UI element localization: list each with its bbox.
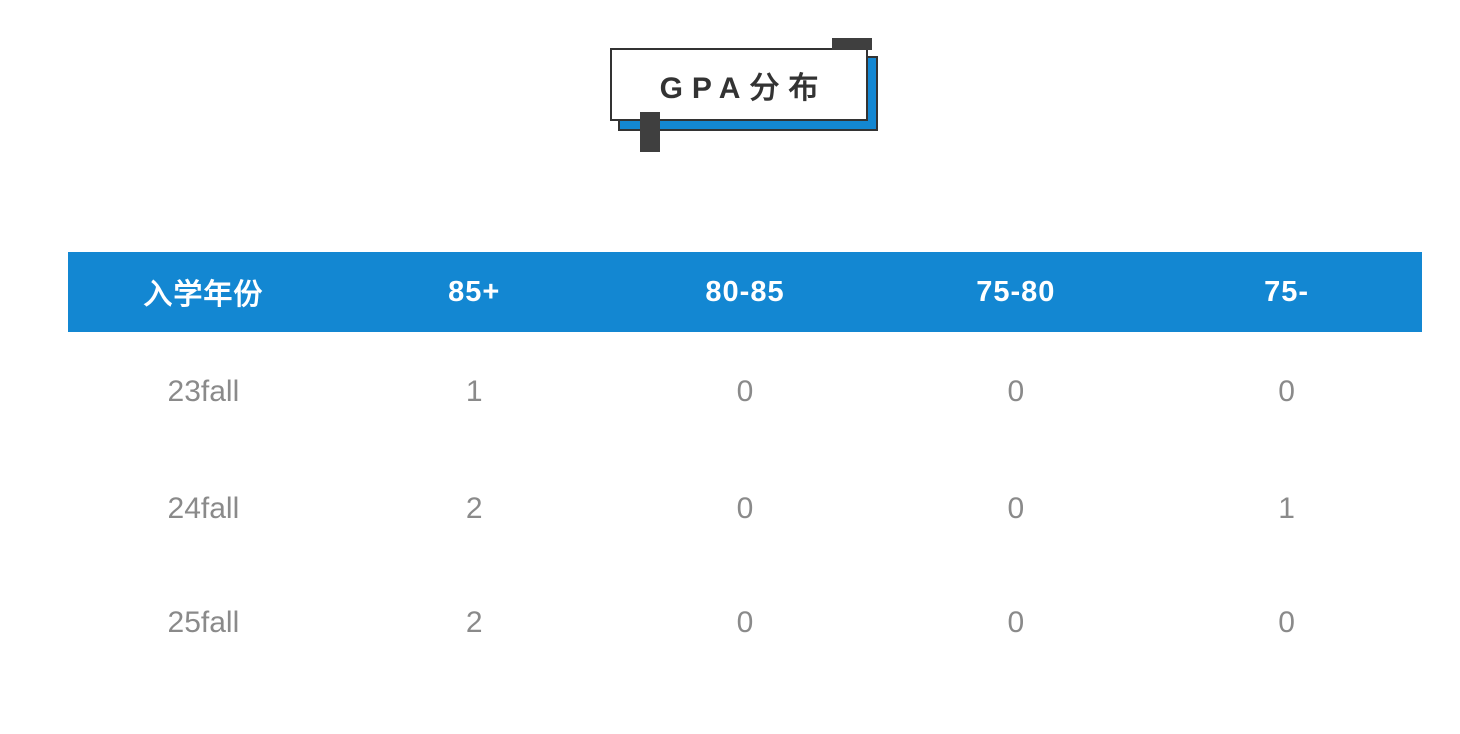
cell-80-85: 0 <box>736 606 754 639</box>
header-80-85: 80-85 <box>609 252 881 332</box>
cell-85-plus: 2 <box>465 492 483 525</box>
cell-75-80: 0 <box>1007 606 1025 639</box>
cell-80-85: 0 <box>736 492 754 525</box>
cell-enrollment-year: 23fall <box>167 375 240 408</box>
cell-enrollment-year: 24fall <box>167 492 240 525</box>
cell-85-plus: 1 <box>465 375 483 408</box>
header-75-minus: 75- <box>1151 252 1422 332</box>
table-row: 25fall 2 0 0 0 <box>68 566 1422 680</box>
title-badge-tab-bottom <box>640 112 660 152</box>
table-header-row: 入学年份 85+ 80-85 75-80 75- <box>68 252 1422 332</box>
gpa-table: 入学年份 85+ 80-85 75-80 75- 23fall 1 0 0 0 … <box>68 252 1422 680</box>
page-title: GPA分布 <box>659 71 828 105</box>
title-badge-frame: GPA分布 <box>610 48 868 121</box>
cell-80-85: 0 <box>736 375 754 408</box>
cell-75-minus: 0 <box>1278 606 1295 639</box>
header-75-80: 75-80 <box>880 252 1152 332</box>
cell-85-plus: 2 <box>465 606 483 639</box>
header-enrollment-year: 入学年份 <box>68 252 339 332</box>
cell-enrollment-year: 25fall <box>167 606 240 639</box>
table-row: 23fall 1 0 0 0 <box>68 332 1422 452</box>
cell-75-80: 0 <box>1007 375 1025 408</box>
table-row: 24fall 2 0 0 1 <box>68 452 1422 566</box>
cell-75-minus: 0 <box>1278 375 1295 408</box>
title-badge: GPA分布 <box>610 38 882 154</box>
header-85-plus: 85+ <box>338 252 610 332</box>
cell-75-80: 0 <box>1007 492 1025 525</box>
title-badge-tab-top <box>832 38 872 50</box>
cell-75-minus: 1 <box>1278 492 1295 525</box>
